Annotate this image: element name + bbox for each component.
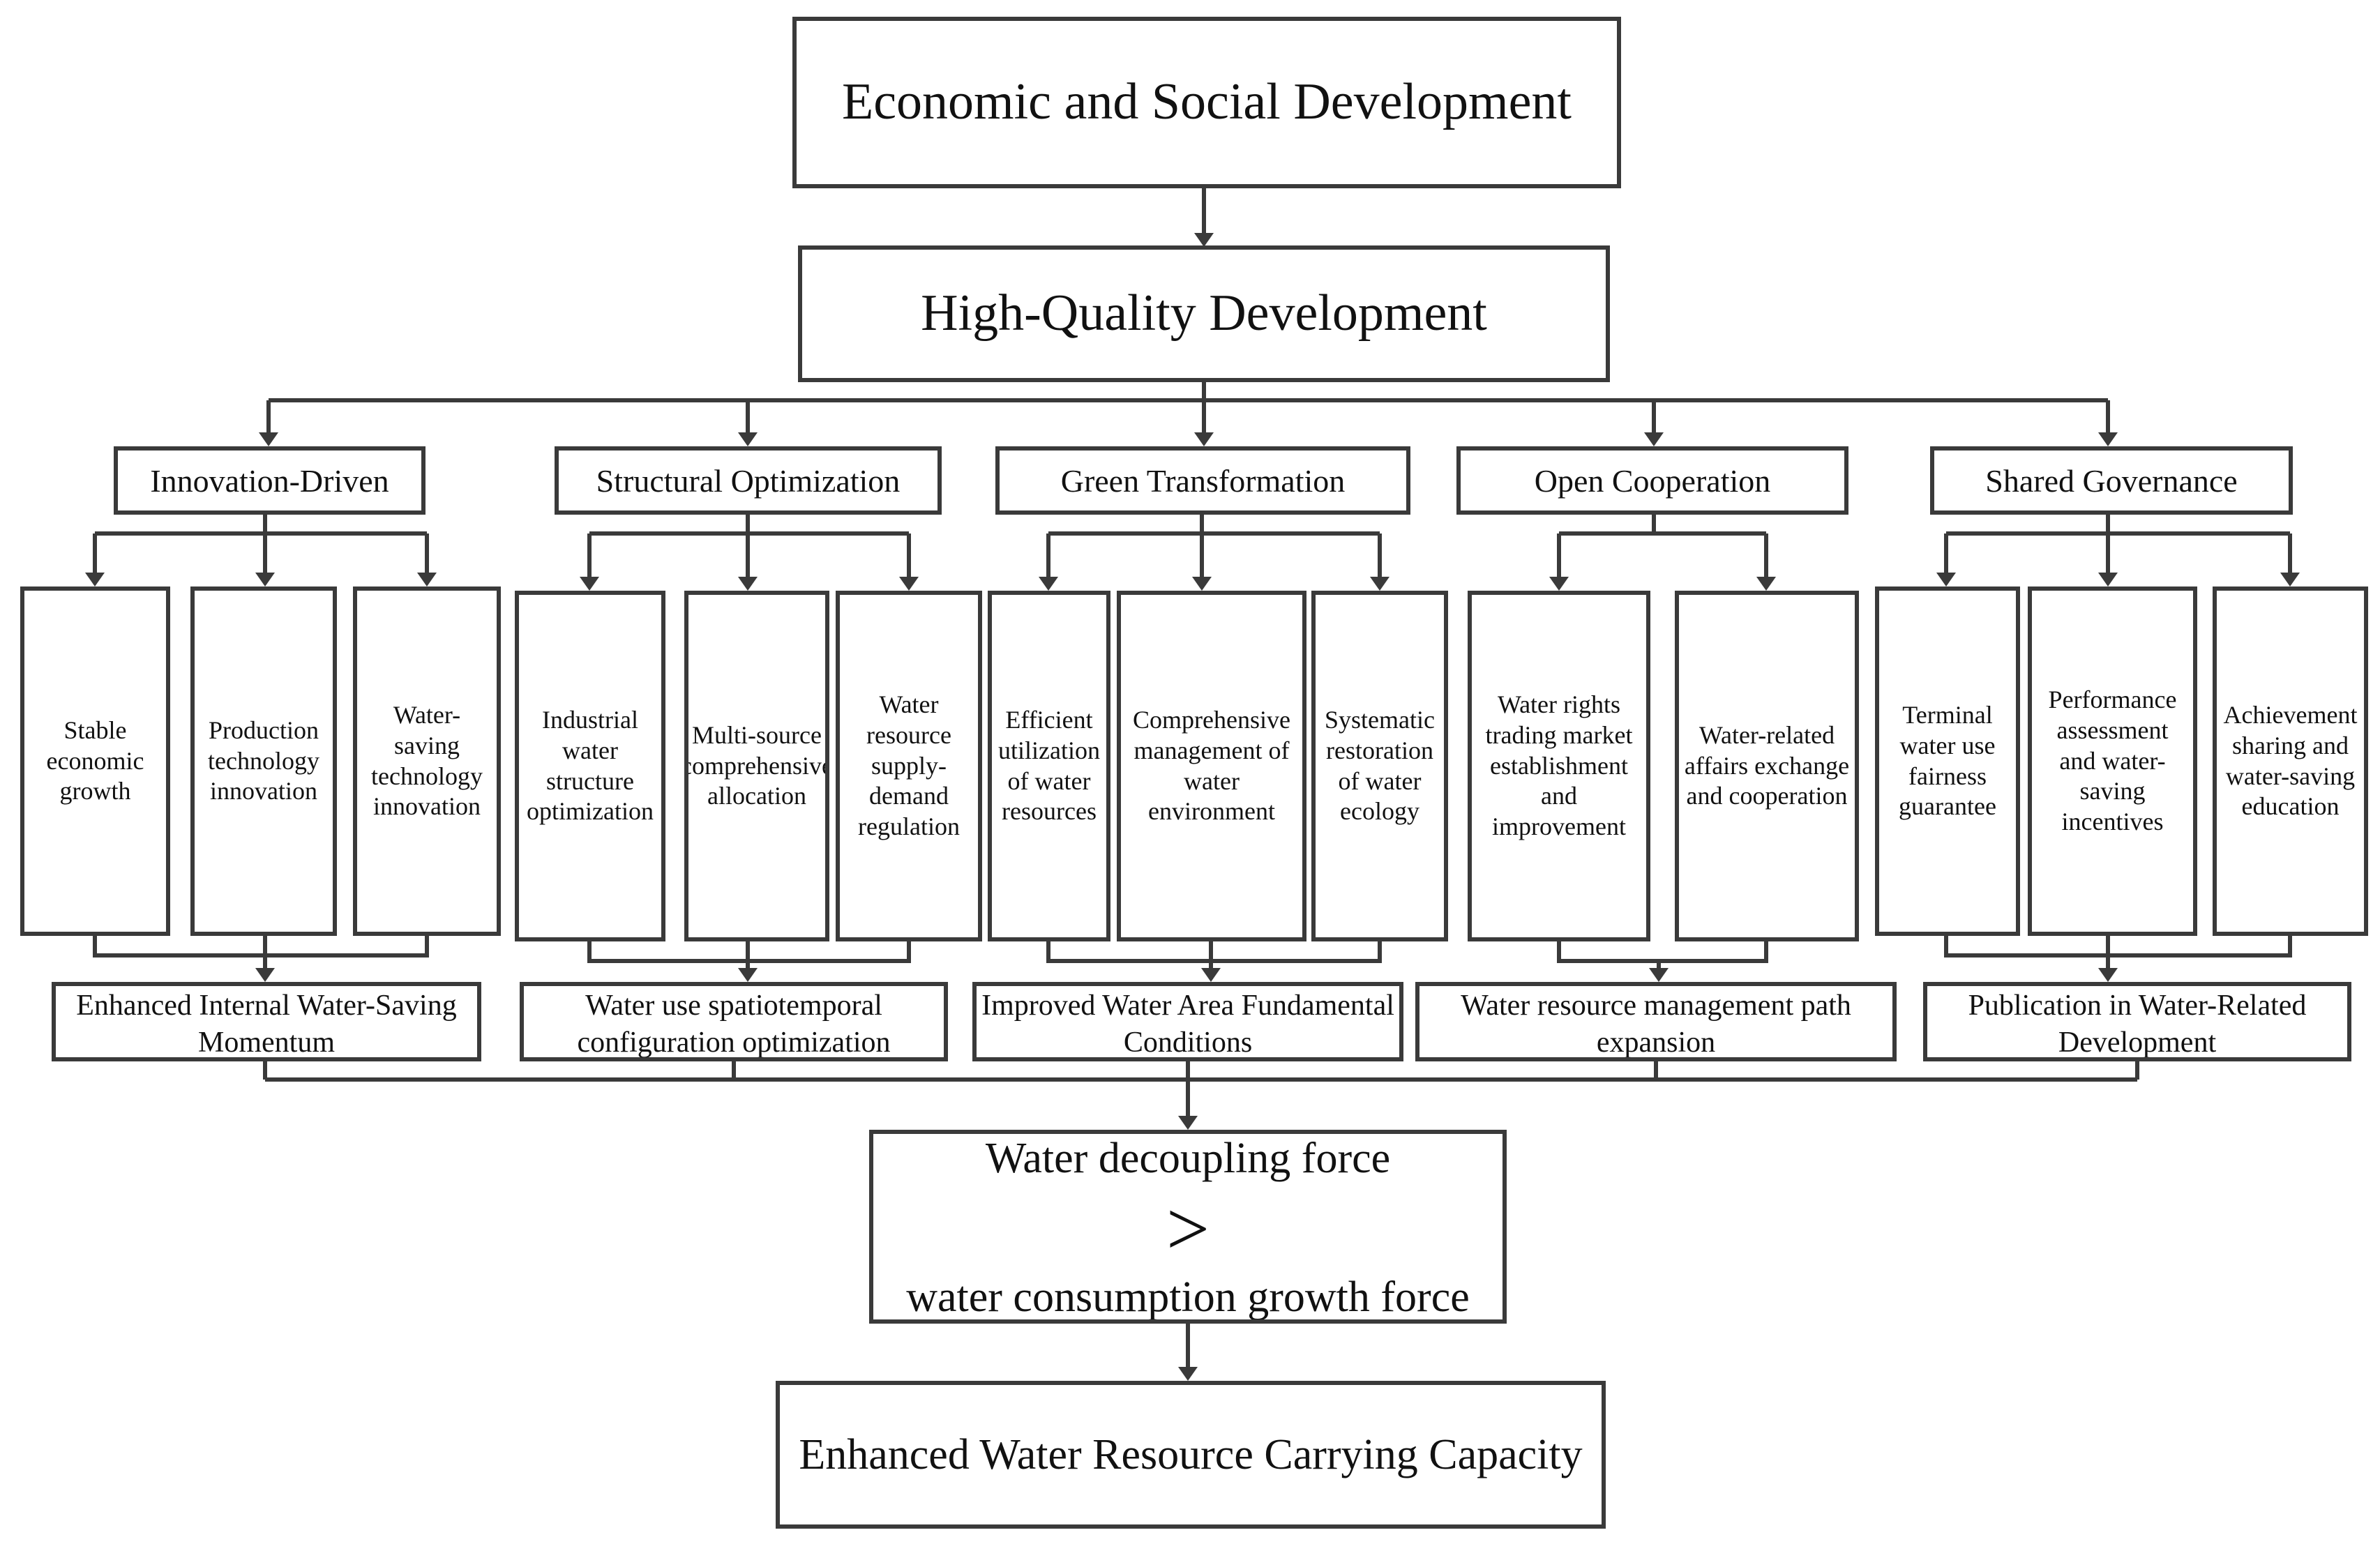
output-label: Enhanced Internal Water-Saving Momentum [76,990,457,1059]
sub-label: Stable economic growth [46,716,144,805]
carrying-capacity-label: Enhanced Water Resource Carrying Capacit… [799,1430,1583,1478]
sub-water-saving-technology-innovation: Water-saving technology innovation [353,586,501,936]
sub-label: Efficient utilization of water resources [998,705,1100,826]
pillar-shared-governance: Shared Governance [1930,446,2293,515]
sub-label: Water-saving technology innovation [371,700,483,821]
sub-production-technology-innovation: Production technology innovation [190,586,337,936]
pillar-label: Innovation-Driven [150,462,389,499]
pillar-green-transformation: Green Transformation [995,446,1410,515]
output-spatiotemporal-configuration: Water use spatiotemporal configuration o… [520,982,948,1061]
sub-label: Terminal water use fairness guarantee [1899,700,1996,821]
output-management-path-expansion: Water resource management path expansion [1415,982,1897,1061]
sub-label: Production technology innovation [208,716,319,805]
sub-stable-economic-growth: Stable economic growth [20,586,170,936]
pillar-label: Shared Governance [1985,462,2238,499]
greater-than-symbol: > [1166,1186,1210,1271]
sub-label: Achievement sharing and water-saving edu… [2223,700,2358,821]
sub-water-environment-management: Comprehensive management of water enviro… [1117,591,1306,941]
pillar-label: Open Cooperation [1534,462,1771,499]
output-water-area-conditions: Improved Water Area Fundamental Conditio… [972,982,1403,1061]
output-water-related-development: Publication in Water-Related Development [1923,982,2351,1061]
sub-label: Industrial water structure optimization [527,705,654,826]
economic-social-development-box: Economic and Social Development [792,17,1621,188]
sub-label: Multi-source comprehensive allocation [684,720,829,810]
sub-water-affairs-exchange: Water-related affairs exchange and coope… [1675,591,1859,941]
output-label: Water use spatiotemporal configuration o… [577,990,891,1059]
pillar-structural-optimization: Structural Optimization [555,446,942,515]
consumption-growth-force-label: water consumption growth force [906,1273,1470,1321]
sub-water-rights-trading: Water rights trading market establishmen… [1468,591,1650,941]
sub-label: Water-related affairs exchange and coope… [1684,720,1850,810]
output-internal-water-saving: Enhanced Internal Water-Saving Momentum [52,982,481,1061]
sub-label: Systematic restoration of water ecology [1325,705,1435,826]
output-label: Improved Water Area Fundamental Conditio… [981,990,1394,1059]
economic-social-development-label: Economic and Social Development [842,73,1572,131]
water-decoupling-box: Water decoupling force > water consumpti… [869,1130,1507,1324]
carrying-capacity-box: Enhanced Water Resource Carrying Capacit… [776,1381,1606,1529]
sub-label: Comprehensive management of water enviro… [1133,705,1290,826]
pillar-label: Green Transformation [1060,462,1346,499]
sub-industrial-water-structure: Industrial water structure optimization [515,591,665,941]
sub-label: Water resource supply-demand regulation [858,690,960,841]
pillar-open-cooperation: Open Cooperation [1456,446,1848,515]
sub-performance-assessment: Performance assessment and water-saving … [2028,586,2197,936]
sub-label: Performance assessment and water-saving … [2048,685,2177,836]
high-quality-development-box: High-Quality Development [798,245,1610,382]
output-label: Water resource management path expansion [1461,990,1851,1059]
decoupling-force-label: Water decoupling force [985,1135,1391,1182]
sub-efficient-utilization: Efficient utilization of water resources [988,591,1110,941]
pillar-innovation-driven: Innovation-Driven [114,446,425,515]
sub-achievement-sharing: Achievement sharing and water-saving edu… [2213,586,2368,936]
high-quality-development-label: High-Quality Development [921,285,1487,342]
output-label: Publication in Water-Related Development [1968,990,2307,1059]
sub-water-use-fairness: Terminal water use fairness guarantee [1875,586,2020,936]
sub-label: Water rights trading market establishmen… [1485,690,1633,841]
sub-water-ecology-restoration: Systematic restoration of water ecology [1311,591,1448,941]
pillar-label: Structural Optimization [596,462,901,499]
sub-multi-source-allocation: Multi-source comprehensive allocation [684,591,829,941]
sub-supply-demand-regulation: Water resource supply-demand regulation [836,591,982,941]
